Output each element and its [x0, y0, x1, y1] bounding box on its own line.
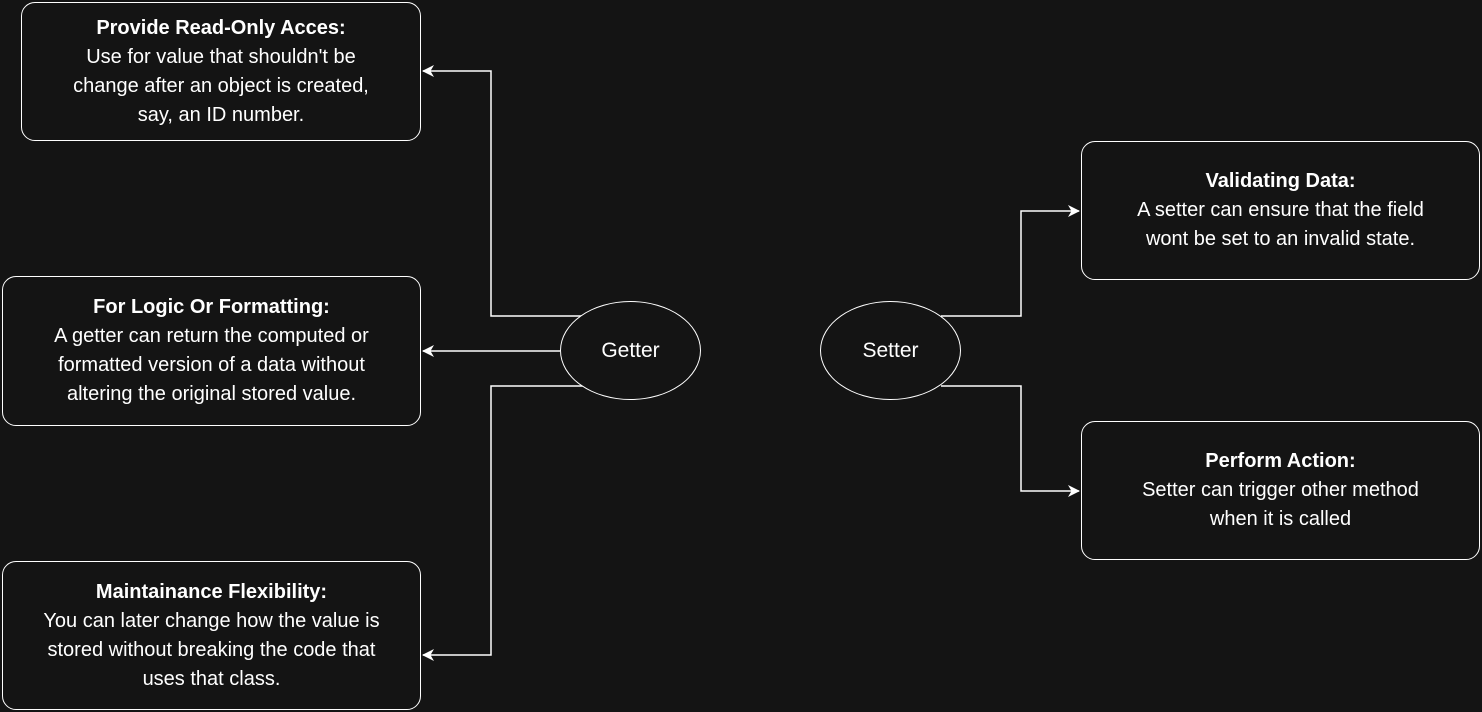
- setter-use-validating-box: Validating Data: A setter can ensure tha…: [1081, 141, 1480, 280]
- getter-use-logic-formatting-box: For Logic Or Formatting: A getter can re…: [2, 276, 421, 426]
- connector-setter-to-perform: [941, 385, 1080, 497]
- setter-use-perform-action-text: Setter can trigger other method when it …: [1142, 479, 1419, 530]
- setter-use-perform-action-box: Perform Action: Setter can trigger other…: [1081, 421, 1480, 560]
- setter-node-label: Setter: [862, 338, 919, 362]
- setter-node: Setter: [820, 301, 961, 400]
- getter-use-read-only-box: Provide Read-Only Acces: Use for value t…: [21, 2, 421, 141]
- connector-setter-to-validating: [941, 205, 1080, 317]
- getter-use-read-only-text: Use for value that shouldn't be change a…: [73, 45, 369, 126]
- getter-use-read-only-title: Provide Read-Only Acces:: [96, 16, 346, 39]
- getter-use-logic-formatting-text: A getter can return the computed or form…: [54, 325, 369, 405]
- getter-node: Getter: [560, 301, 701, 400]
- setter-use-perform-action-title: Perform Action:: [1205, 450, 1356, 472]
- getter-use-maintainance-text: You can later change how the value is st…: [43, 609, 380, 690]
- getter-use-maintainance-title: Maintainance Flexibility:: [95, 580, 328, 603]
- setter-use-validating-text: A setter can ensure that the field wont …: [1137, 199, 1424, 250]
- getter-use-logic-formatting-title: For Logic Or Formatting:: [93, 296, 330, 318]
- getter-use-maintainance-box: Maintainance Flexibility: You can later …: [2, 561, 421, 710]
- connector-getter-to-maintainance: [422, 385, 583, 661]
- setter-use-validating-title: Validating Data:: [1205, 170, 1356, 192]
- getter-node-label: Getter: [601, 338, 660, 362]
- connector-getter-to-readonly: [422, 65, 583, 317]
